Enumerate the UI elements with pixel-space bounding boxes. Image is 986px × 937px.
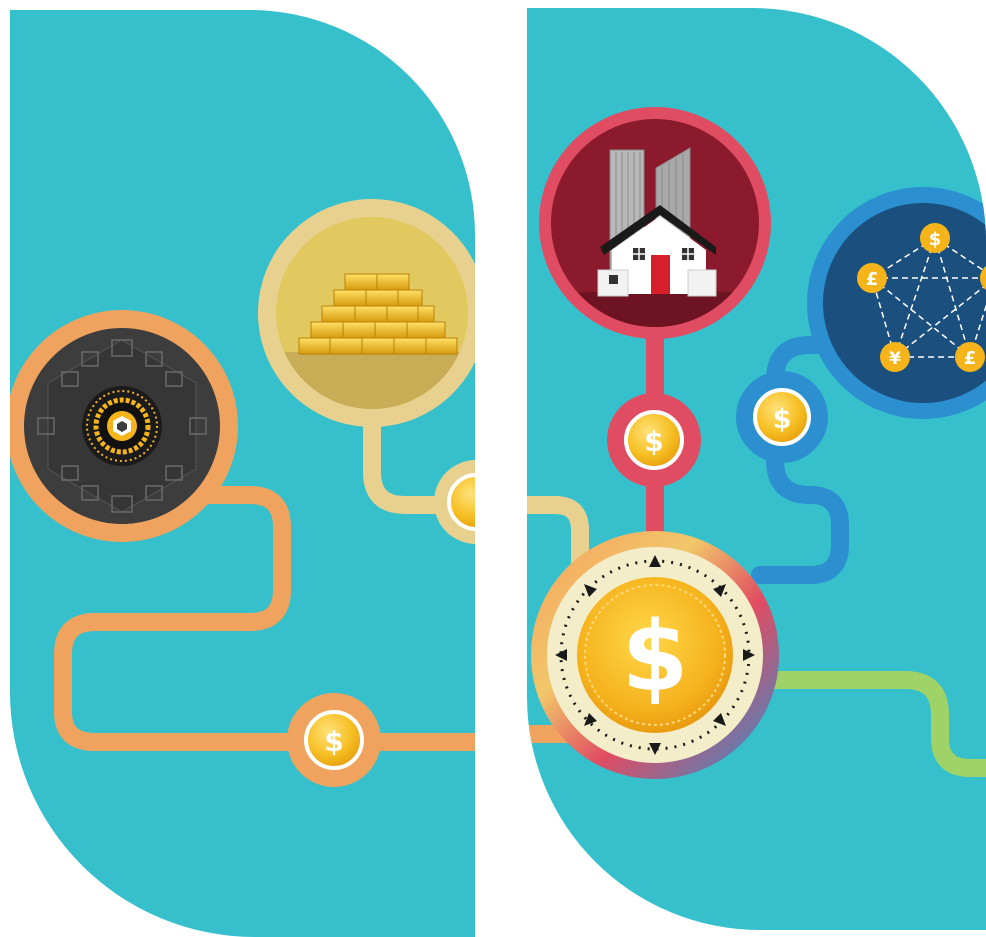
currency-network-icon: $ £ ¥ £: [807, 187, 986, 419]
chip-icon: [10, 310, 238, 542]
dollar-glyph: $: [644, 425, 663, 458]
coin-icon: [434, 460, 475, 544]
coin-icon: £: [955, 342, 985, 372]
coin-icon: ¥: [880, 342, 910, 372]
coin-icon: $: [607, 393, 701, 487]
tan-path: [527, 496, 589, 609]
coin-icon: $: [287, 693, 381, 787]
left-panel: $: [10, 10, 475, 937]
coin-icon: $: [736, 371, 828, 463]
pound-glyph: £: [866, 269, 879, 290]
coin-icon: £: [857, 263, 887, 293]
green-path: [761, 671, 986, 777]
gold-bars-icon: [258, 199, 475, 427]
blue-path: [751, 336, 849, 584]
dollar-glyph: $: [622, 601, 689, 713]
dollar-glyph: $: [324, 725, 343, 758]
coin-icon: $: [920, 223, 950, 253]
pound-glyph: £: [964, 348, 977, 369]
yen-glyph: ¥: [889, 349, 901, 369]
right-panel: $ $ $ £: [527, 8, 986, 930]
tan-path: [363, 396, 475, 514]
dollar-glyph: $: [929, 229, 942, 250]
dollar-glyph: $: [773, 404, 792, 435]
orange-path: [54, 486, 475, 751]
dollar-compass-icon: $: [531, 531, 779, 779]
